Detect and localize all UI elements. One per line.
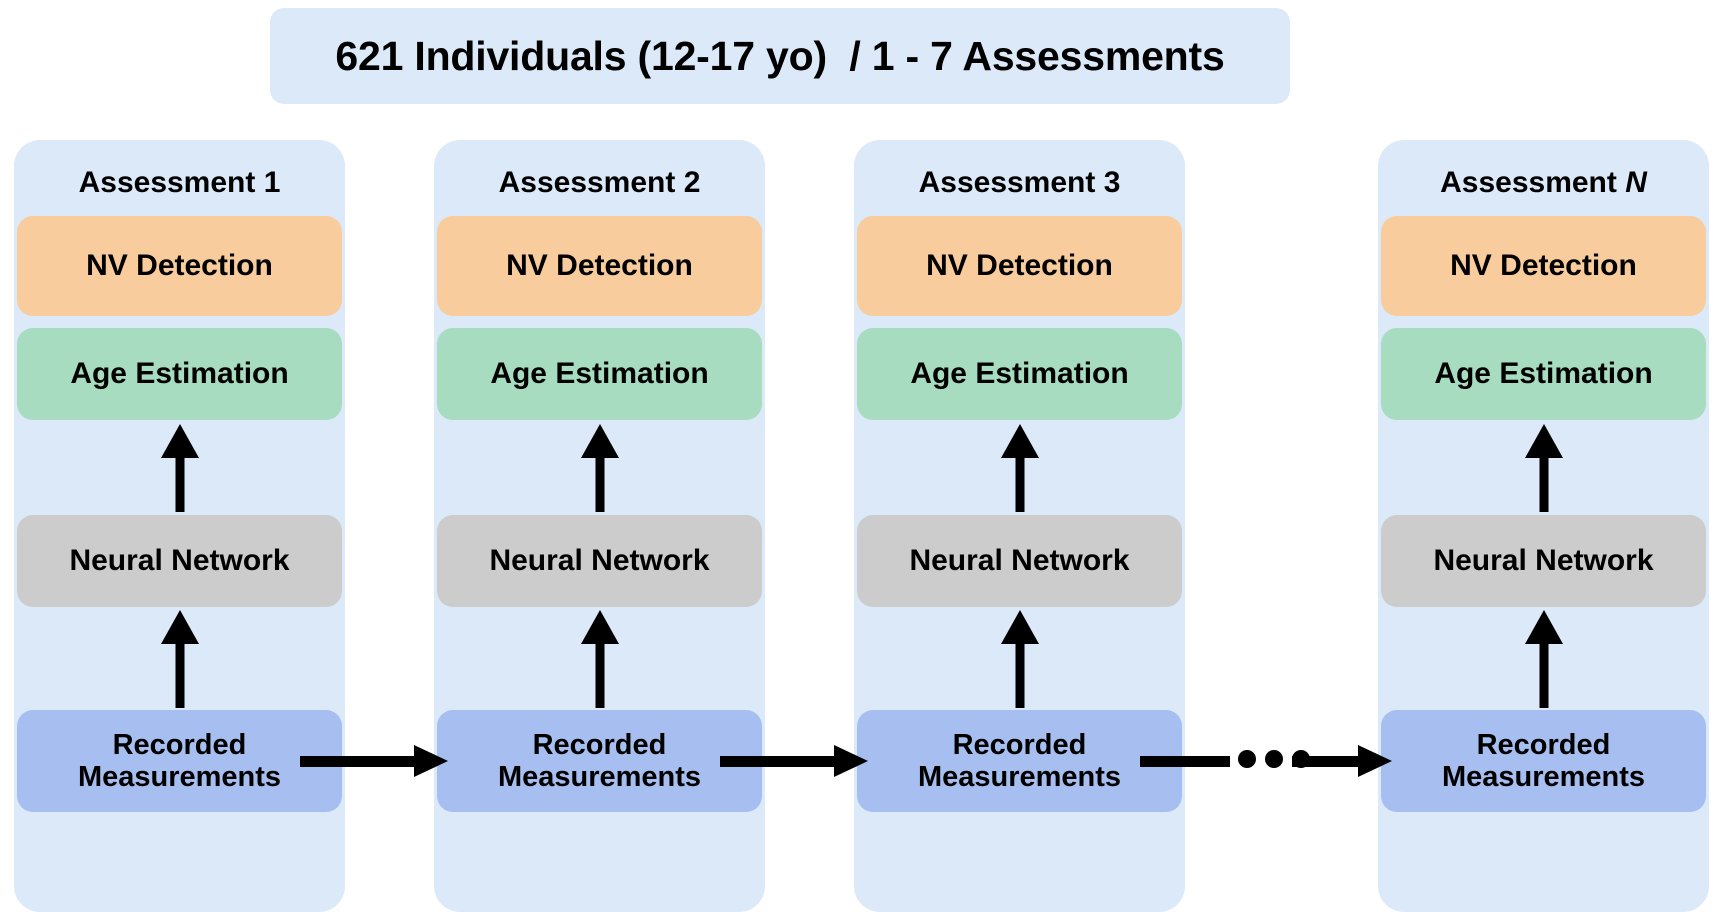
recorded-measurements-box-3: Recorded Measurements [857,710,1182,812]
neural-network-box-n: Neural Network [1381,515,1706,607]
age-estimation-box-3: Age Estimation [857,328,1182,420]
assessment-title-prefix-n: Assessment [1440,166,1626,199]
recorded-measurements-box-1: Recorded Measurements [17,710,342,812]
arrow-shaft [595,636,604,708]
arrow-head-icon [414,745,448,777]
arrow-shaft [175,450,184,512]
assessment-panel-1: Assessment 1 NV Detection Age Estimation… [14,140,345,912]
neural-network-box-2: Neural Network [437,515,762,607]
assessment-panel-title-n: Assessment N [1378,166,1709,200]
arrow-head-icon [1358,745,1392,777]
nv-detection-box-2: NV Detection [437,216,762,316]
assessment-title-index-2: 2 [683,166,701,199]
arrow-up-nn-to-age-2 [578,424,622,512]
nv-detection-box-1: NV Detection [17,216,342,316]
arrow-shaft [1292,756,1358,767]
age-estimation-box-2: Age Estimation [437,328,762,420]
arrow-up-rm-to-nn-2 [578,610,622,708]
assessment-columns: Assessment 1 NV Detection Age Estimation… [0,140,1719,912]
recorded-measurements-box-2: Recorded Measurements [437,710,762,812]
assessment-title-prefix-2: Assessment [498,166,684,199]
arrow-right-ellipsis-to-n [1292,745,1392,777]
assessment-title-prefix-3: Assessment [918,166,1104,199]
arrow-shaft [1015,636,1024,708]
assessment-title-prefix-1: Assessment [78,166,264,199]
arrow-shaft [720,756,834,767]
arrow-up-nn-to-age-n [1522,424,1566,512]
nv-detection-box-3: NV Detection [857,216,1182,316]
ellipsis-dot [1238,750,1256,768]
assessment-panel-title-1: Assessment 1 [14,166,345,200]
title-banner: 621 Individuals (12-17 yo) / 1 - 7 Asses… [270,8,1290,104]
arrow-right-2-to-3 [720,745,868,777]
arrow-up-rm-to-nn-3 [998,610,1042,708]
neural-network-box-3: Neural Network [857,515,1182,607]
arrow-head-icon [834,745,868,777]
arrow-shaft [1539,636,1548,708]
ellipsis-dot [1265,750,1283,768]
arrow-segment-3-to-ellipsis [1140,756,1230,767]
assessment-panel-n: Assessment N NV Detection Age Estimation… [1378,140,1709,912]
arrow-shaft [300,756,414,767]
arrow-up-rm-to-nn-n [1522,610,1566,708]
assessment-panel-title-2: Assessment 2 [434,166,765,200]
assessment-title-index-1: 1 [263,166,281,199]
arrow-shaft [1015,450,1024,512]
recorded-measurements-box-n: Recorded Measurements [1381,710,1706,812]
assessment-panel-3: Assessment 3 NV Detection Age Estimation… [854,140,1185,912]
neural-network-box-1: Neural Network [17,515,342,607]
arrow-shaft [595,450,604,512]
assessment-panel-title-3: Assessment 3 [854,166,1185,200]
assessment-title-index-n: N [1625,166,1647,199]
assessment-title-index-3: 3 [1103,166,1121,199]
arrow-up-nn-to-age-1 [158,424,202,512]
page-title: 621 Individuals (12-17 yo) / 1 - 7 Asses… [335,32,1225,79]
assessment-panel-2: Assessment 2 NV Detection Age Estimation… [434,140,765,912]
age-estimation-box-n: Age Estimation [1381,328,1706,420]
arrow-right-1-to-2 [300,745,448,777]
arrow-shaft [175,636,184,708]
age-estimation-box-1: Age Estimation [17,328,342,420]
arrow-shaft [1539,450,1548,512]
arrow-up-nn-to-age-3 [998,424,1042,512]
nv-detection-box-n: NV Detection [1381,216,1706,316]
arrow-up-rm-to-nn-1 [158,610,202,708]
